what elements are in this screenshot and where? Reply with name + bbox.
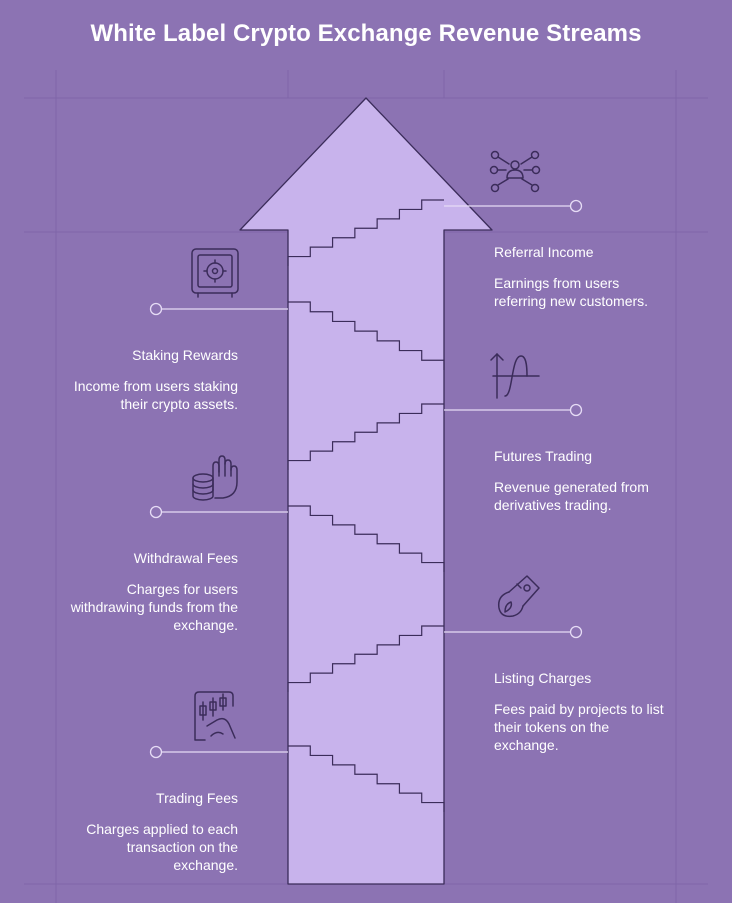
stair-segment — [287, 625, 444, 692]
stair-segment — [287, 199, 444, 266]
stair-segment — [288, 301, 445, 370]
hand-coins-icon — [192, 455, 238, 501]
curve-graph-icon — [490, 353, 540, 399]
connector-dot — [149, 505, 163, 519]
page-title: White Label Crypto Exchange Revenue Stre… — [90, 20, 642, 47]
stair-segment — [287, 403, 444, 470]
safe-vault-icon — [191, 248, 239, 298]
candlestick-phone-icon — [194, 691, 236, 741]
item-desc-staking-rewards: Income from users staking their crypto a… — [73, 378, 238, 412]
item-desc-listing-charges: Fees paid by projects to list their toke… — [494, 701, 664, 753]
item-title-listing-charges: Listing Charges — [494, 670, 592, 686]
item-title-trading-fees: Trading Fees — [156, 790, 238, 806]
item-title-staking-rewards: Staking Rewards — [132, 347, 238, 363]
staircase — [287, 199, 445, 812]
connector-dot — [149, 302, 163, 316]
item-title-referral-income: Referral Income — [494, 244, 594, 260]
item-title-futures-trading: Futures Trading — [494, 448, 593, 464]
rocket-ticket-icon — [497, 575, 540, 618]
stair-segment — [288, 505, 445, 572]
item-desc-referral-income: Earnings from users referring new custom… — [494, 275, 649, 309]
item-title-withdrawal-fees: Withdrawal Fees — [133, 550, 238, 566]
connector-dot — [149, 745, 163, 759]
item-desc-withdrawal-fees: Charges for users withdrawing funds from… — [70, 581, 238, 633]
item-desc-futures-trading: Revenue generated from derivatives tradi… — [494, 479, 649, 513]
connectors — [149, 199, 583, 759]
network-people-icon — [489, 150, 541, 193]
stair-segment — [288, 745, 445, 812]
growth-arrow — [239, 97, 493, 885]
connector-dot — [569, 199, 583, 213]
item-desc-trading-fees: Charges applied to each transaction on t… — [86, 821, 238, 873]
connector-dot — [569, 403, 583, 417]
connector-dot — [569, 625, 583, 639]
